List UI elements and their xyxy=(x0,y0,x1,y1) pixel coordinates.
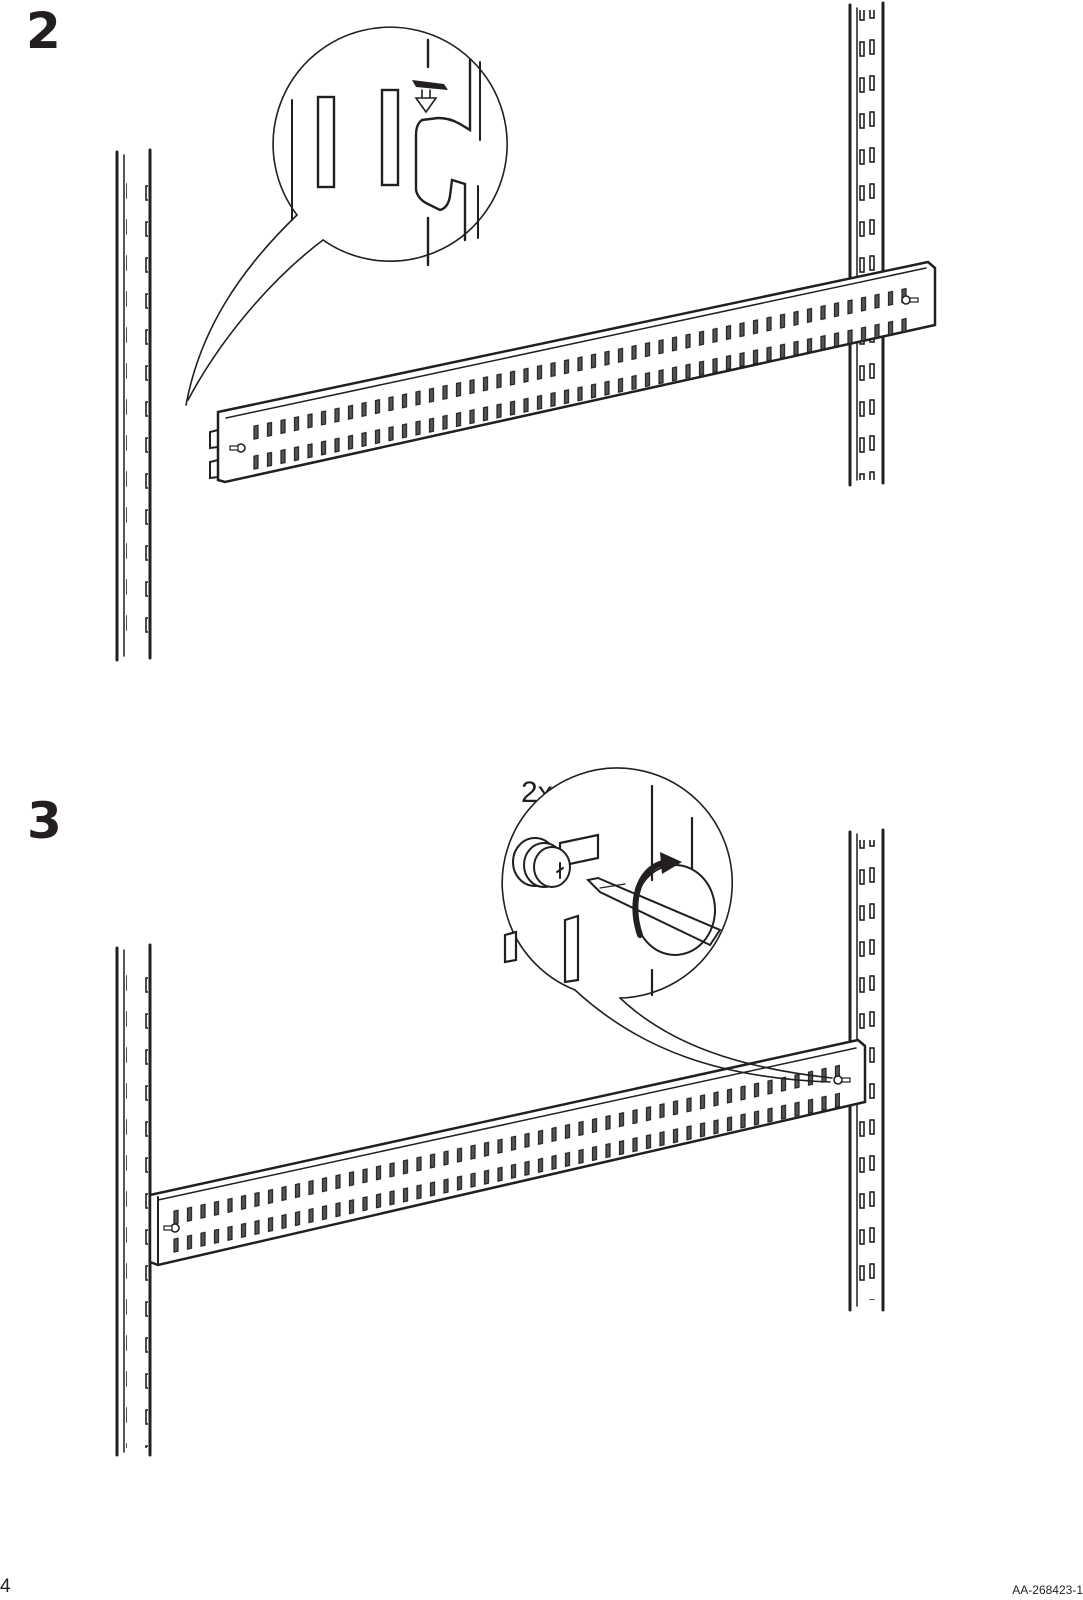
page-number: 4 xyxy=(0,1576,11,1597)
document-code: AA-268423-1 xyxy=(1012,1583,1083,1597)
left-upright xyxy=(115,148,152,662)
horizontal-rail xyxy=(148,1038,867,1267)
clockwise-rotate-icon xyxy=(632,852,716,956)
horizontal-rail xyxy=(209,260,937,484)
screw-icon xyxy=(512,837,571,888)
left-upright xyxy=(115,943,152,1457)
down-arrow-icon xyxy=(414,89,438,114)
screw-icon xyxy=(901,295,911,305)
step-3-number: 3 xyxy=(27,792,62,850)
step-3-illustration xyxy=(115,767,885,1457)
screwdriver-icon xyxy=(585,876,722,947)
step-2-detail-callout xyxy=(185,26,508,406)
right-upright xyxy=(848,1,885,487)
step-3-detail-callout xyxy=(501,767,833,1083)
step-2-number: 2 xyxy=(26,2,61,60)
screw-icon xyxy=(833,1075,843,1085)
step-2-illustration xyxy=(115,1,937,662)
